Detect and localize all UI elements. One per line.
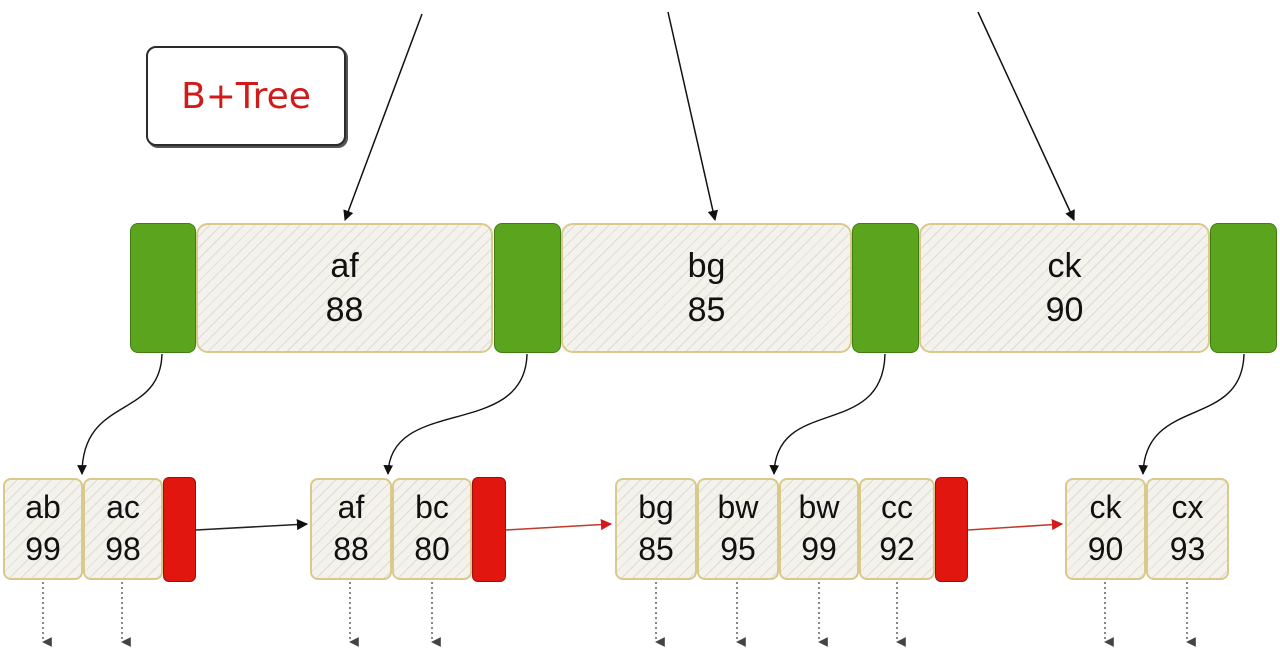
key-label: ac xyxy=(106,489,140,526)
key-label: af xyxy=(330,246,359,285)
child-pointer-3 xyxy=(852,223,919,353)
child-pointer-1 xyxy=(130,223,196,353)
key-value: 92 xyxy=(879,531,915,567)
incoming-arrow-3 xyxy=(977,11,1075,221)
leaf-entry: cx 93 xyxy=(1146,478,1229,580)
incoming-arrow-1 xyxy=(343,13,423,221)
key-label: cx xyxy=(1171,489,1204,526)
next-leaf-pointer xyxy=(935,477,968,582)
key-label: ab xyxy=(25,489,61,526)
leaf-entry: ac 98 xyxy=(83,478,163,580)
key-value: 90 xyxy=(1045,291,1084,329)
key-value: 99 xyxy=(25,531,61,567)
child-edge-1 xyxy=(77,353,163,475)
key-label: ck xyxy=(1047,246,1082,285)
key-label: bg xyxy=(638,489,674,526)
internal-key-3: ck 90 xyxy=(919,223,1210,353)
child-pointer-2 xyxy=(494,223,561,353)
child-edge-2 xyxy=(383,353,528,475)
internal-key-2: bg 85 xyxy=(561,223,852,353)
key-label: bg xyxy=(687,246,726,285)
key-value: 85 xyxy=(687,291,726,329)
key-label: ck xyxy=(1089,489,1122,526)
leaf-entry: cc 92 xyxy=(859,478,935,580)
child-pointer-4 xyxy=(1210,223,1277,353)
key-value: 93 xyxy=(1169,531,1206,567)
key-label: cc xyxy=(881,489,913,526)
next-leaf-arrow-2 xyxy=(505,518,613,531)
key-value: 88 xyxy=(333,531,369,567)
record-pointers xyxy=(42,582,1196,647)
leaf-entry: bw 99 xyxy=(779,478,859,580)
key-label: bw xyxy=(798,489,840,526)
key-value: 98 xyxy=(105,531,141,567)
incoming-arrow-2 xyxy=(667,11,719,222)
key-value: 85 xyxy=(638,531,674,567)
key-value: 90 xyxy=(1087,531,1124,567)
internal-key-1: af 88 xyxy=(196,223,493,353)
key-label: bc xyxy=(415,489,449,526)
next-leaf-pointer xyxy=(163,477,196,582)
child-edge-4 xyxy=(1138,353,1245,475)
key-label: af xyxy=(337,489,365,526)
key-value: 95 xyxy=(720,531,756,567)
next-leaf-arrow-1 xyxy=(195,518,309,531)
leaf-entry: bw 95 xyxy=(697,478,779,580)
key-value: 88 xyxy=(325,291,364,329)
key-value: 99 xyxy=(801,531,837,567)
key-label: bw xyxy=(717,489,759,526)
next-leaf-arrow-3 xyxy=(967,519,1064,531)
leaf-entry: ab 99 xyxy=(3,478,83,580)
leaf-entry: af 88 xyxy=(310,478,392,580)
leaf-entry: ck 90 xyxy=(1065,478,1146,580)
child-edge-3 xyxy=(769,353,886,475)
next-leaf-pointer xyxy=(472,477,506,582)
leaf-entry: bg 85 xyxy=(615,478,697,580)
key-value: 80 xyxy=(414,531,450,567)
leaf-entry: bc 80 xyxy=(392,478,472,580)
diagram-title: B+Tree xyxy=(146,46,346,146)
